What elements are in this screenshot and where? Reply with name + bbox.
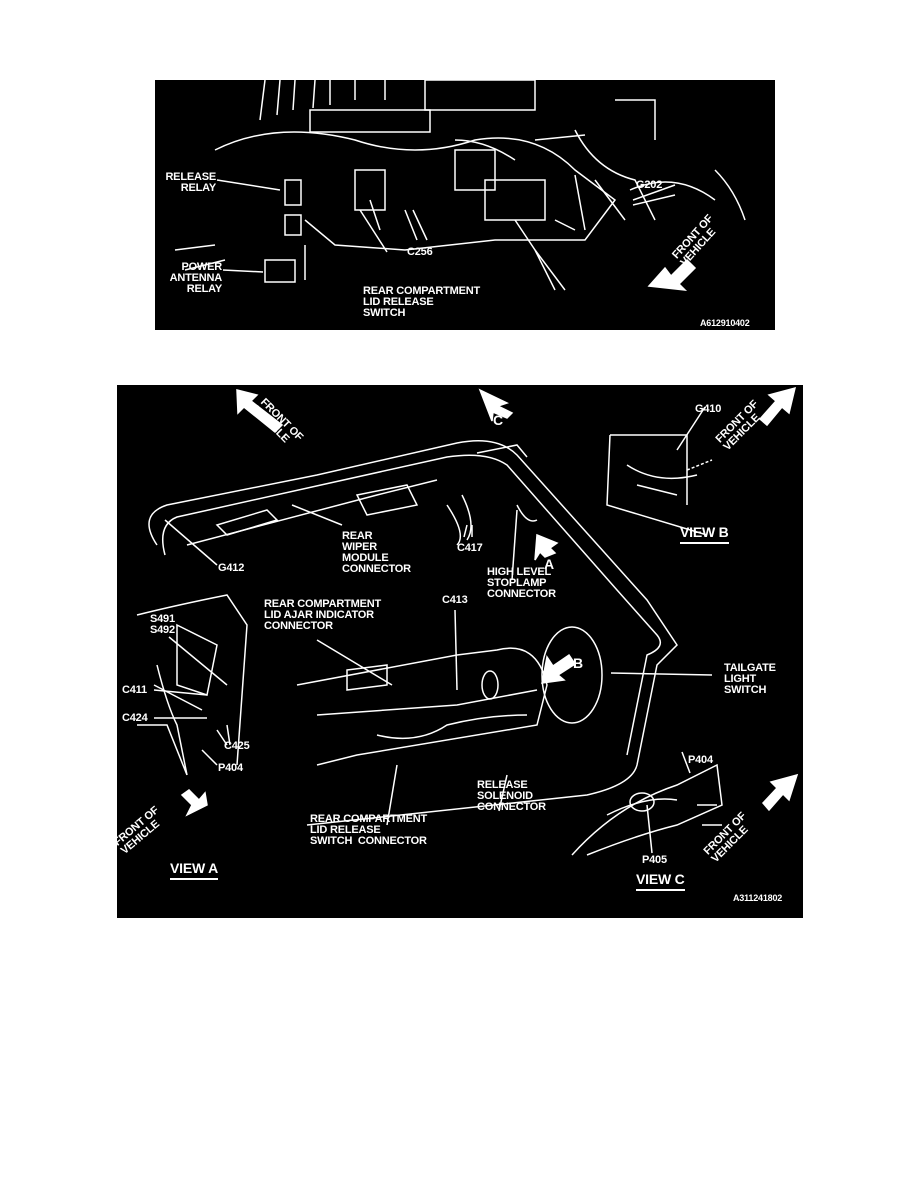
- relay-line-art: [174, 80, 746, 291]
- lid-ajar-indicator-connector-label: REAR COMPARTMENT LID AJAR INDICATOR CONN…: [264, 598, 381, 632]
- c417-label: C417: [457, 542, 483, 554]
- c411-label: C411: [122, 684, 147, 696]
- tailgate-light-switch-label: TAILGATE LIGHT SWITCH: [724, 662, 776, 696]
- release-solenoid-connector-label: RELEASE SOLENOID CONNECTOR: [477, 779, 546, 813]
- c424-label: C424: [122, 712, 148, 724]
- figure-code: A311241802: [733, 893, 783, 903]
- power-antenna-relay-label: POWER ANTENNA RELAY: [169, 261, 223, 295]
- view-c-arrow-label: C: [493, 412, 503, 428]
- p404-label-view-a: P404: [218, 762, 243, 774]
- view-b-title: VIEW B: [680, 525, 729, 544]
- s491-s492-label: S491 S492: [150, 613, 175, 636]
- tailgate-wiring-diagram: FRONT OF VEHICLE C G410 FRONT OF VEHICLE…: [117, 385, 803, 918]
- view-a-title: VIEW A: [170, 861, 218, 880]
- c256-label: C256: [407, 246, 433, 258]
- p404-label-view-c: P404: [688, 754, 713, 766]
- relay-location-diagram: RELEASE RELAY POWER ANTENNA RELAY C256 R…: [155, 80, 775, 330]
- lid-release-switch-connector-label: REAR COMPARTMENT LID RELEASE SWITCH CONN…: [310, 813, 427, 847]
- high-level-stoplamp-connector-label: HIGH LEVEL STOPLAMP CONNECTOR: [487, 566, 556, 600]
- p405-label: P405: [642, 854, 667, 866]
- rear-compartment-lid-release-switch-label: REAR COMPARTMENT LID RELEASE SWITCH: [363, 285, 480, 319]
- view-c-title: VIEW C: [636, 872, 685, 891]
- c425-label: C425: [224, 740, 250, 752]
- view-b-arrow-label: B: [573, 655, 583, 671]
- release-relay-label: RELEASE RELAY: [165, 171, 216, 194]
- g410-label: G410: [695, 403, 722, 415]
- view-a-arrow-label: A: [544, 556, 554, 572]
- tailgate-line-art: [136, 386, 799, 856]
- figure-code: A612910402: [700, 318, 750, 328]
- g202-label: G202: [636, 179, 663, 191]
- c413-label: C413: [442, 594, 468, 606]
- g412-label: G412: [218, 562, 245, 574]
- rear-wiper-module-connector-label: REAR WIPER MODULE CONNECTOR: [342, 530, 411, 575]
